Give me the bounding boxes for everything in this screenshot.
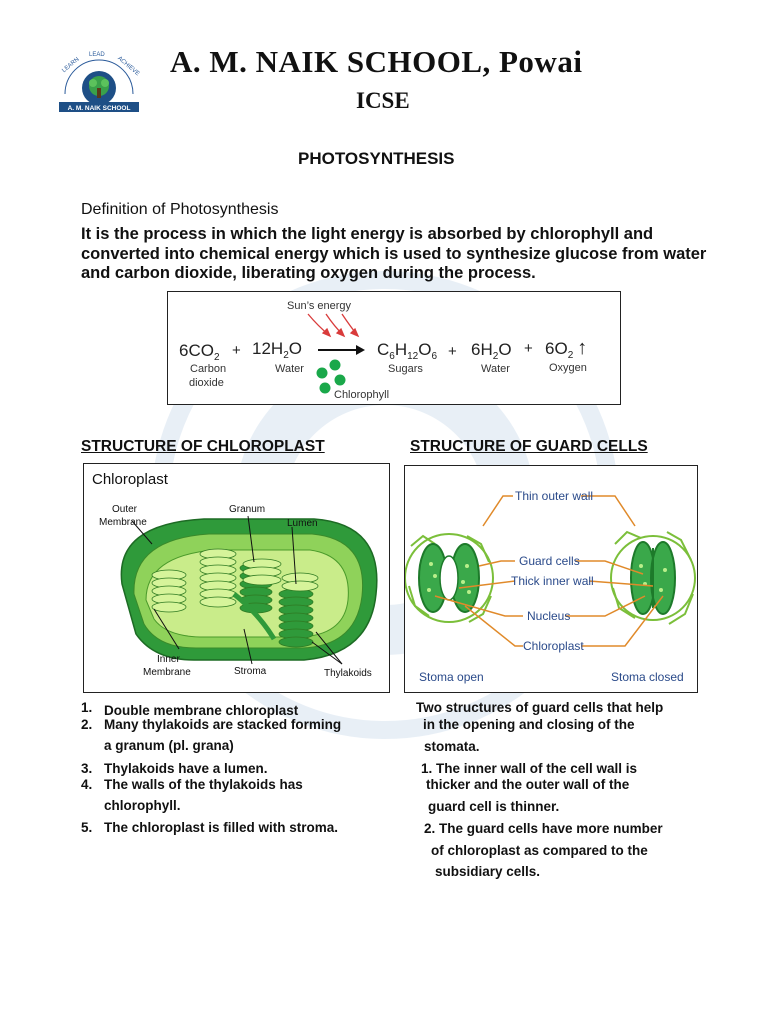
water-label-2: Water: [481, 363, 510, 375]
dioxide-label: dioxide: [189, 377, 224, 389]
water-label-1: Water: [275, 363, 304, 375]
outer-membrane-label: Outer: [112, 504, 138, 515]
logo-text: A. M. NAIK SCHOOL: [68, 105, 131, 112]
sugars-label: Sugars: [388, 363, 423, 375]
thylakoids-label: Thylakoids: [324, 668, 372, 679]
school-logo: LEARN LEAD ACHIEVE A. M. NAIK SCHOOL: [59, 52, 140, 112]
co2-coef: 6: [179, 341, 188, 360]
guard-cells-figure: Thin outer wall Guard cells Thick inner …: [404, 465, 698, 693]
oxygen-label: Oxygen: [549, 362, 587, 374]
sun-energy-label: Sun’s energy: [287, 300, 352, 312]
svg-text:LEAD: LEAD: [89, 52, 105, 58]
equation-diagram: Sun’s energy 6CO2 + 12H2O C6H12O6 + 6H2O…: [179, 300, 587, 401]
svg-text:Membrane: Membrane: [143, 667, 191, 678]
svg-text:6H2O: 6H2O: [471, 340, 512, 362]
thick-inner-wall-label: Thick inner wall: [511, 574, 594, 588]
definition-heading: Definition of Photosynthesis: [81, 201, 279, 218]
carbon-label: Carbon: [190, 363, 226, 375]
chloroplast-label: Chloroplast: [523, 639, 584, 653]
plus-2: +: [448, 343, 457, 360]
plus-1: +: [232, 342, 241, 359]
granum-label: Granum: [229, 504, 265, 515]
svg-text:6O2↑: 6O2↑: [545, 337, 587, 361]
sun-energy-arrows: [307, 313, 360, 338]
svg-text:12H2O: 12H2O: [252, 339, 302, 361]
lumen-label: Lumen: [287, 518, 318, 529]
thin-outer-wall-label: Thin outer wall: [515, 489, 593, 503]
stoma-closed-label: Stoma closed: [611, 670, 684, 684]
plus-3: +: [524, 340, 533, 357]
definition-text: It is the process in which the light ene…: [81, 225, 707, 282]
svg-text:LEARN: LEARN: [61, 57, 80, 74]
nucleus-label: Nucleus: [527, 609, 570, 623]
chloroplast-figure: Chloroplast: [83, 463, 390, 693]
chlorophyll-label: Chlorophyll: [334, 389, 389, 401]
svg-text:Membrane: Membrane: [99, 517, 147, 528]
stoma-closed-drawing: [610, 530, 696, 625]
topic-title: PHOTOSYNTHESIS: [298, 149, 455, 168]
chloroplast-title: Chloroplast: [92, 471, 169, 488]
svg-text:6CO2: 6CO2: [179, 341, 220, 363]
svg-text:ACHIEVE: ACHIEVE: [116, 56, 140, 78]
inner-membrane-label: Inner: [157, 654, 180, 665]
stoma-open-label: Stoma open: [419, 670, 484, 684]
photosynthesis-equation-figure: Sun’s energy 6CO2 + 12H2O C6H12O6 + 6H2O…: [167, 291, 621, 405]
school-name: A. M. NAIK SCHOOL, Powai: [170, 44, 583, 79]
chlorophyll-dots: [316, 359, 346, 394]
guard-cells-heading: STRUCTURE OF GUARD CELLS: [410, 438, 648, 455]
guard-cells-diagram: Thin outer wall Guard cells Thick inner …: [404, 489, 696, 684]
chloroplast-heading: STRUCTURE OF CHLOROPLAST: [81, 438, 325, 455]
stroma-label: Stroma: [234, 666, 267, 677]
guard-cells-label: Guard cells: [519, 554, 580, 568]
svg-text:C6H12O6: C6H12O6: [377, 340, 437, 362]
chloroplast-diagram: Chloroplast: [92, 471, 378, 679]
co2-formula: CO: [188, 341, 214, 360]
board-name: ICSE: [356, 88, 410, 113]
stoma-open-drawing: [404, 533, 494, 623]
